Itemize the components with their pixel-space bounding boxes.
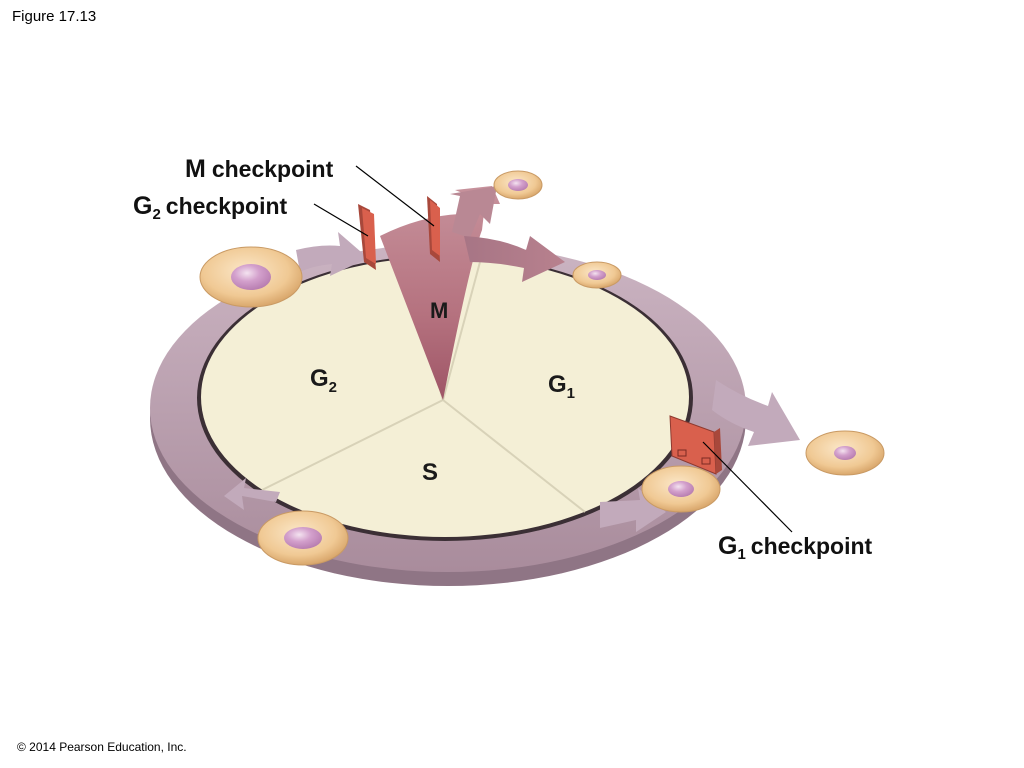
cell-daughter-top [493,170,543,200]
g1-checkpoint-leader [702,441,793,533]
m-checkpoint-marker [427,196,440,262]
g2-checkpoint-leader [313,203,369,237]
phase-label-g1: G1 [548,371,575,402]
cell-exit-g0 [805,430,885,476]
cell-daughter-right [572,261,622,289]
divider-g2-s [261,399,444,491]
divider-m-g1 [442,261,481,401]
cell-s-bottom [257,510,349,566]
divider-s-g1 [442,399,586,513]
copyright-notice: © 2014 Pearson Education, Inc. [17,740,187,754]
arrow-s-to-g2 [224,478,280,510]
arrow-g2-to-m [296,232,368,276]
m-checkpoint-leader [355,165,435,227]
phase-label-g2: G2 [310,365,337,396]
g2-checkpoint-marker [358,204,376,270]
phase-label-s: S [422,459,438,486]
phase-label-m: M [430,298,448,323]
figure-title: Figure 17.13 [12,8,97,25]
g1-checkpoint-marker [669,415,722,475]
cell-g1-bottom-right [641,465,721,513]
arrow-exit-g0 [712,380,800,446]
cell-g2-large [199,246,303,308]
m-phase-wedge [380,186,565,400]
